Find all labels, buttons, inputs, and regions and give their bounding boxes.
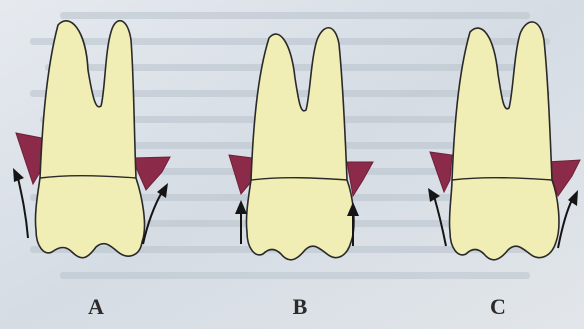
panel-b: B bbox=[195, 0, 390, 329]
tooth-diagram-a bbox=[0, 0, 195, 329]
molar-tooth bbox=[246, 28, 354, 260]
molar-tooth bbox=[449, 22, 559, 260]
arrow-left bbox=[235, 200, 247, 244]
arrow-left bbox=[13, 168, 28, 238]
tooth-diagram-b bbox=[195, 0, 390, 329]
tooth-diagram-c bbox=[390, 0, 584, 329]
arrow-right bbox=[558, 190, 578, 248]
gingiva-left bbox=[430, 152, 452, 192]
caption-b: B bbox=[280, 294, 320, 320]
arrow-left bbox=[428, 188, 446, 246]
arrow-right bbox=[143, 183, 168, 244]
panel-c: C bbox=[390, 0, 584, 329]
caption-c: C bbox=[478, 294, 518, 320]
caption-a: A bbox=[76, 294, 116, 320]
molar-tooth bbox=[35, 21, 144, 258]
panel-a: A bbox=[0, 0, 195, 329]
